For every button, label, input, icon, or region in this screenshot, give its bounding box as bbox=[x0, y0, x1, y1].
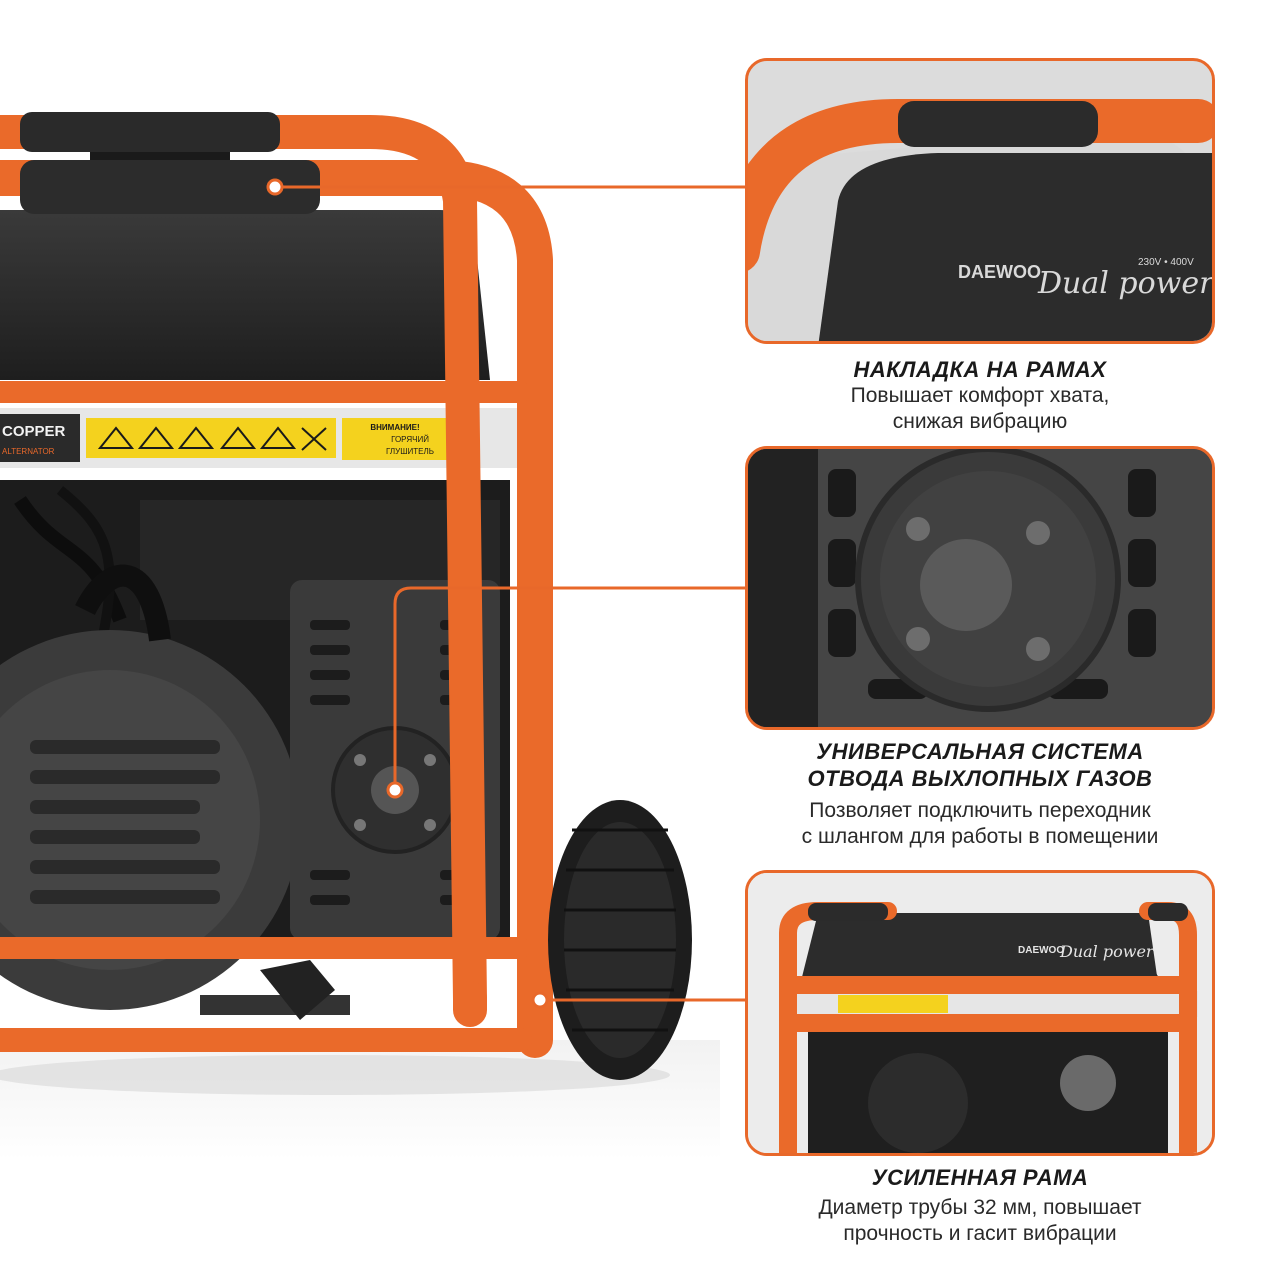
exhaust-detail-panel bbox=[745, 446, 1215, 730]
feature-caption-frame: УСИЛЕННАЯ РАМА Диаметр трубы 32 мм, повы… bbox=[745, 1164, 1215, 1247]
feature-desc-line: Позволяет подключить переходник bbox=[809, 799, 1151, 822]
warning-text-2: ГЛУШИТЕЛЬ bbox=[386, 447, 434, 456]
feature-caption-exhaust: УНИВЕРСАЛЬНАЯ СИСТЕМА ОТВОДА ВЫХЛОПНЫХ Г… bbox=[740, 738, 1220, 850]
panel-model-script: Dual power bbox=[1037, 266, 1215, 301]
feature-title-line: УНИВЕРСАЛЬНАЯ СИСТЕМА bbox=[816, 739, 1144, 764]
alternator-label: ALTERNATOR bbox=[2, 447, 55, 456]
feature-desc-line: Повышает комфорт хвата, bbox=[850, 384, 1110, 407]
feature-desc-line: Диаметр трубы 32 мм, повышает bbox=[818, 1196, 1142, 1219]
panel-brand: DAEWOO bbox=[958, 262, 1041, 282]
feature-desc-line: с шлангом для работы в помещении bbox=[801, 825, 1159, 848]
feature-title-line: ОТВОДА ВЫХЛОПНЫХ ГАЗОВ bbox=[807, 766, 1153, 791]
warning-text-1: ГОРЯЧИЙ bbox=[391, 435, 429, 444]
copper-label: COPPER bbox=[2, 423, 66, 440]
feature-caption-grip: НАКЛАДКА НА РАМАХ Повышает комфорт хвата… bbox=[745, 356, 1215, 435]
frame-detail-panel: DAEWOO Dual power bbox=[745, 870, 1215, 1156]
warning-title: ВНИМАНИЕ! bbox=[370, 423, 419, 432]
feature-desc-line: снижая вибрацию bbox=[892, 410, 1068, 433]
frame-model-script: Dual power bbox=[1059, 942, 1155, 961]
panel-voltage: 230V • 400V bbox=[1138, 257, 1194, 268]
frame-brand: DAEWOO bbox=[1018, 945, 1064, 956]
feature-title: НАКЛАДКА НА РАМАХ bbox=[853, 357, 1107, 382]
feature-title: УСИЛЕННАЯ РАМА bbox=[871, 1165, 1089, 1190]
grip-detail-panel: DAEWOO Dual power 230V • 400V bbox=[745, 58, 1215, 344]
feature-desc-line: прочность и гасит вибрации bbox=[843, 1222, 1117, 1245]
